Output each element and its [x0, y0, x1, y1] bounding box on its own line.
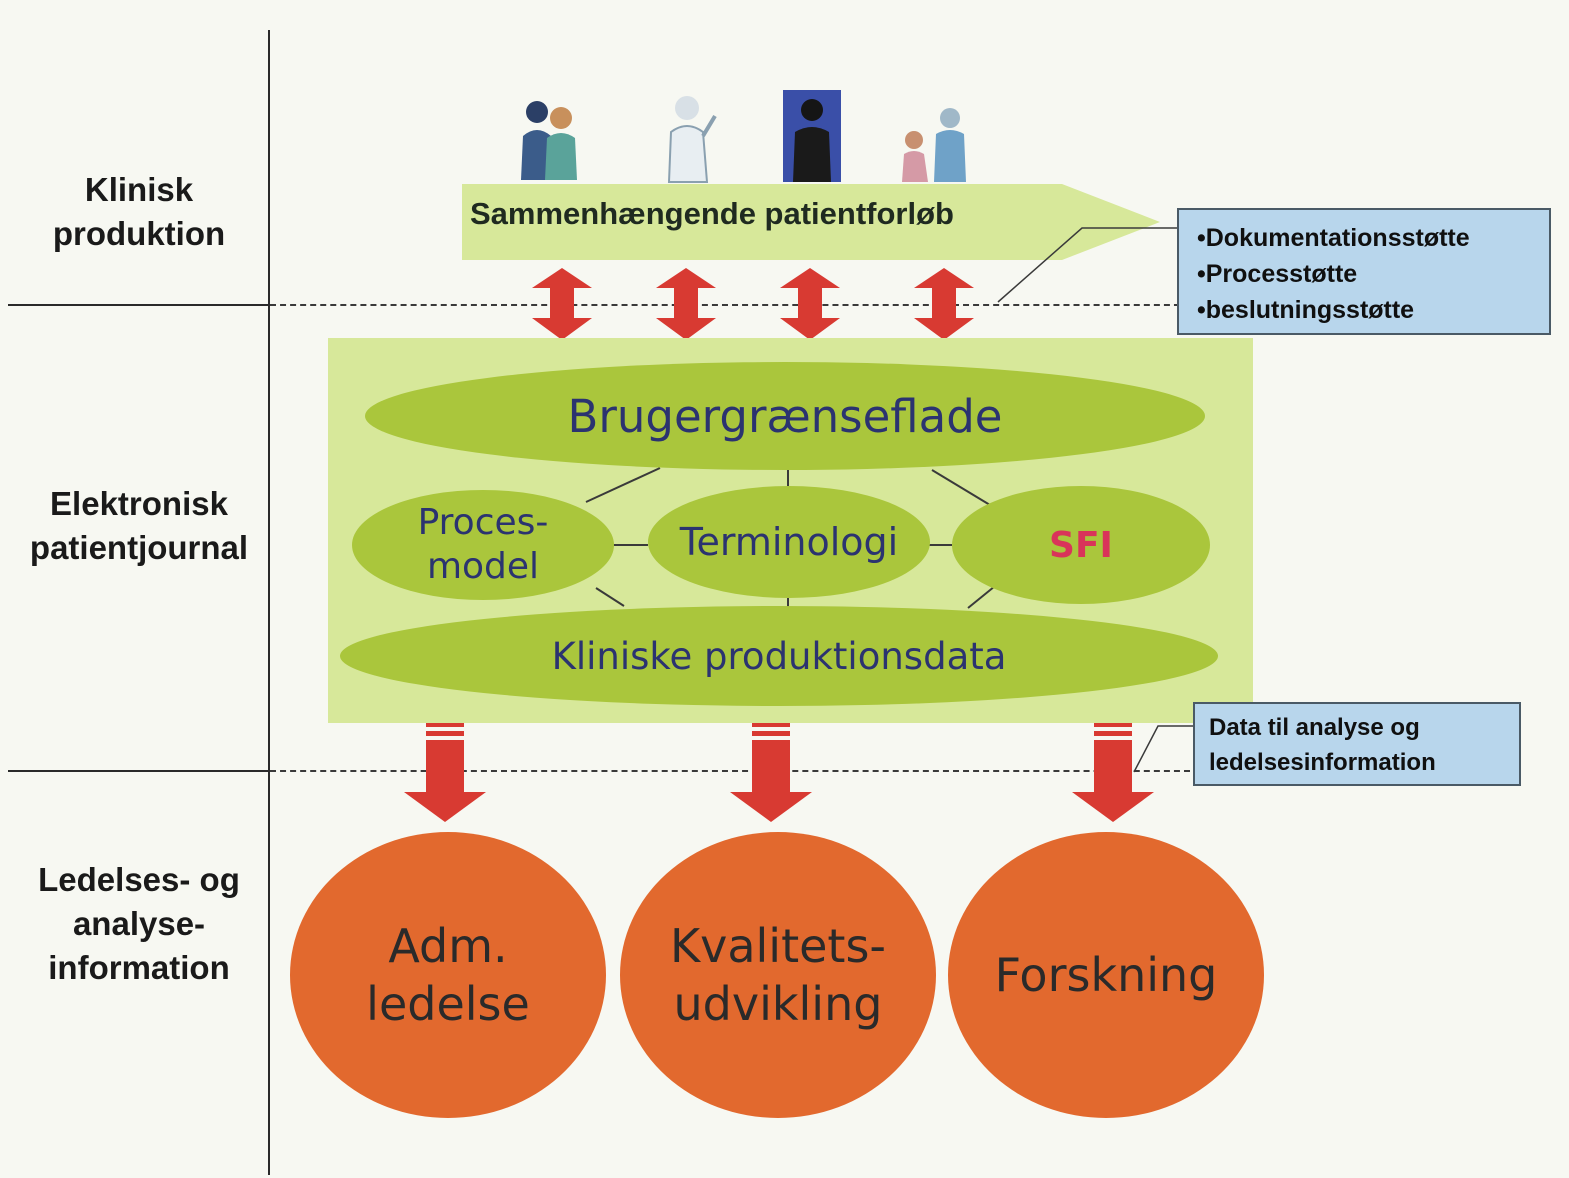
analysis-box-leader — [1133, 725, 1196, 773]
patient-course-label: Sammenhængende patientforløb — [470, 196, 954, 231]
row-divider-1 — [8, 304, 270, 306]
row-divider-2 — [8, 770, 270, 772]
surgeon-icon — [667, 96, 717, 183]
support-item: •beslutningsstøtte — [1197, 296, 1415, 324]
row-label-clinical-production: Klinisk produktion — [52, 171, 226, 252]
person-photo-icon — [783, 90, 841, 182]
clinical-data-ellipse: Kliniske produktionsdata — [340, 606, 1218, 706]
sfi-ellipse: SFI — [952, 486, 1210, 604]
double-arrow-4 — [914, 268, 974, 340]
support-info-box: •Dokumentationsstøtte •Processtøtte •bes… — [1177, 208, 1551, 335]
row-label-management-info: Ledelses- og analyse- information — [38, 861, 240, 986]
user-interface-ellipse: Brugergrænseflade — [365, 362, 1205, 470]
patient-family-icon — [902, 108, 966, 182]
down-arrow-1 — [404, 722, 486, 822]
admin-management-circle: Adm. ledelse — [290, 832, 606, 1118]
down-arrow-3 — [1072, 722, 1154, 822]
column-divider — [268, 30, 270, 1175]
support-item: •Processtøtte — [1197, 260, 1358, 288]
down-arrow-2 — [730, 722, 812, 822]
double-arrow-2 — [656, 268, 716, 340]
people-icon — [521, 101, 577, 180]
process-model-ellipse: Proces- model — [352, 490, 614, 600]
double-arrows — [532, 268, 974, 340]
research-circle: Forskning — [948, 832, 1264, 1118]
terminology-ellipse: Terminologi — [648, 486, 930, 598]
analysis-info-box: Data til analyse og ledelsesinformation — [1193, 702, 1521, 786]
support-box-leader — [997, 227, 1178, 303]
double-arrow-3 — [780, 268, 840, 340]
quality-development-circle: Kvalitets- udvikling — [620, 832, 936, 1118]
patient-course-banner — [462, 184, 1160, 260]
support-item: •Dokumentationsstøtte — [1197, 224, 1470, 252]
row-divider-1-dashed — [270, 304, 1190, 306]
row-label-electronic-record: Elektronisk patientjournal — [29, 485, 249, 566]
double-arrow-1 — [532, 268, 592, 340]
row-divider-2-dashed — [270, 770, 1190, 772]
